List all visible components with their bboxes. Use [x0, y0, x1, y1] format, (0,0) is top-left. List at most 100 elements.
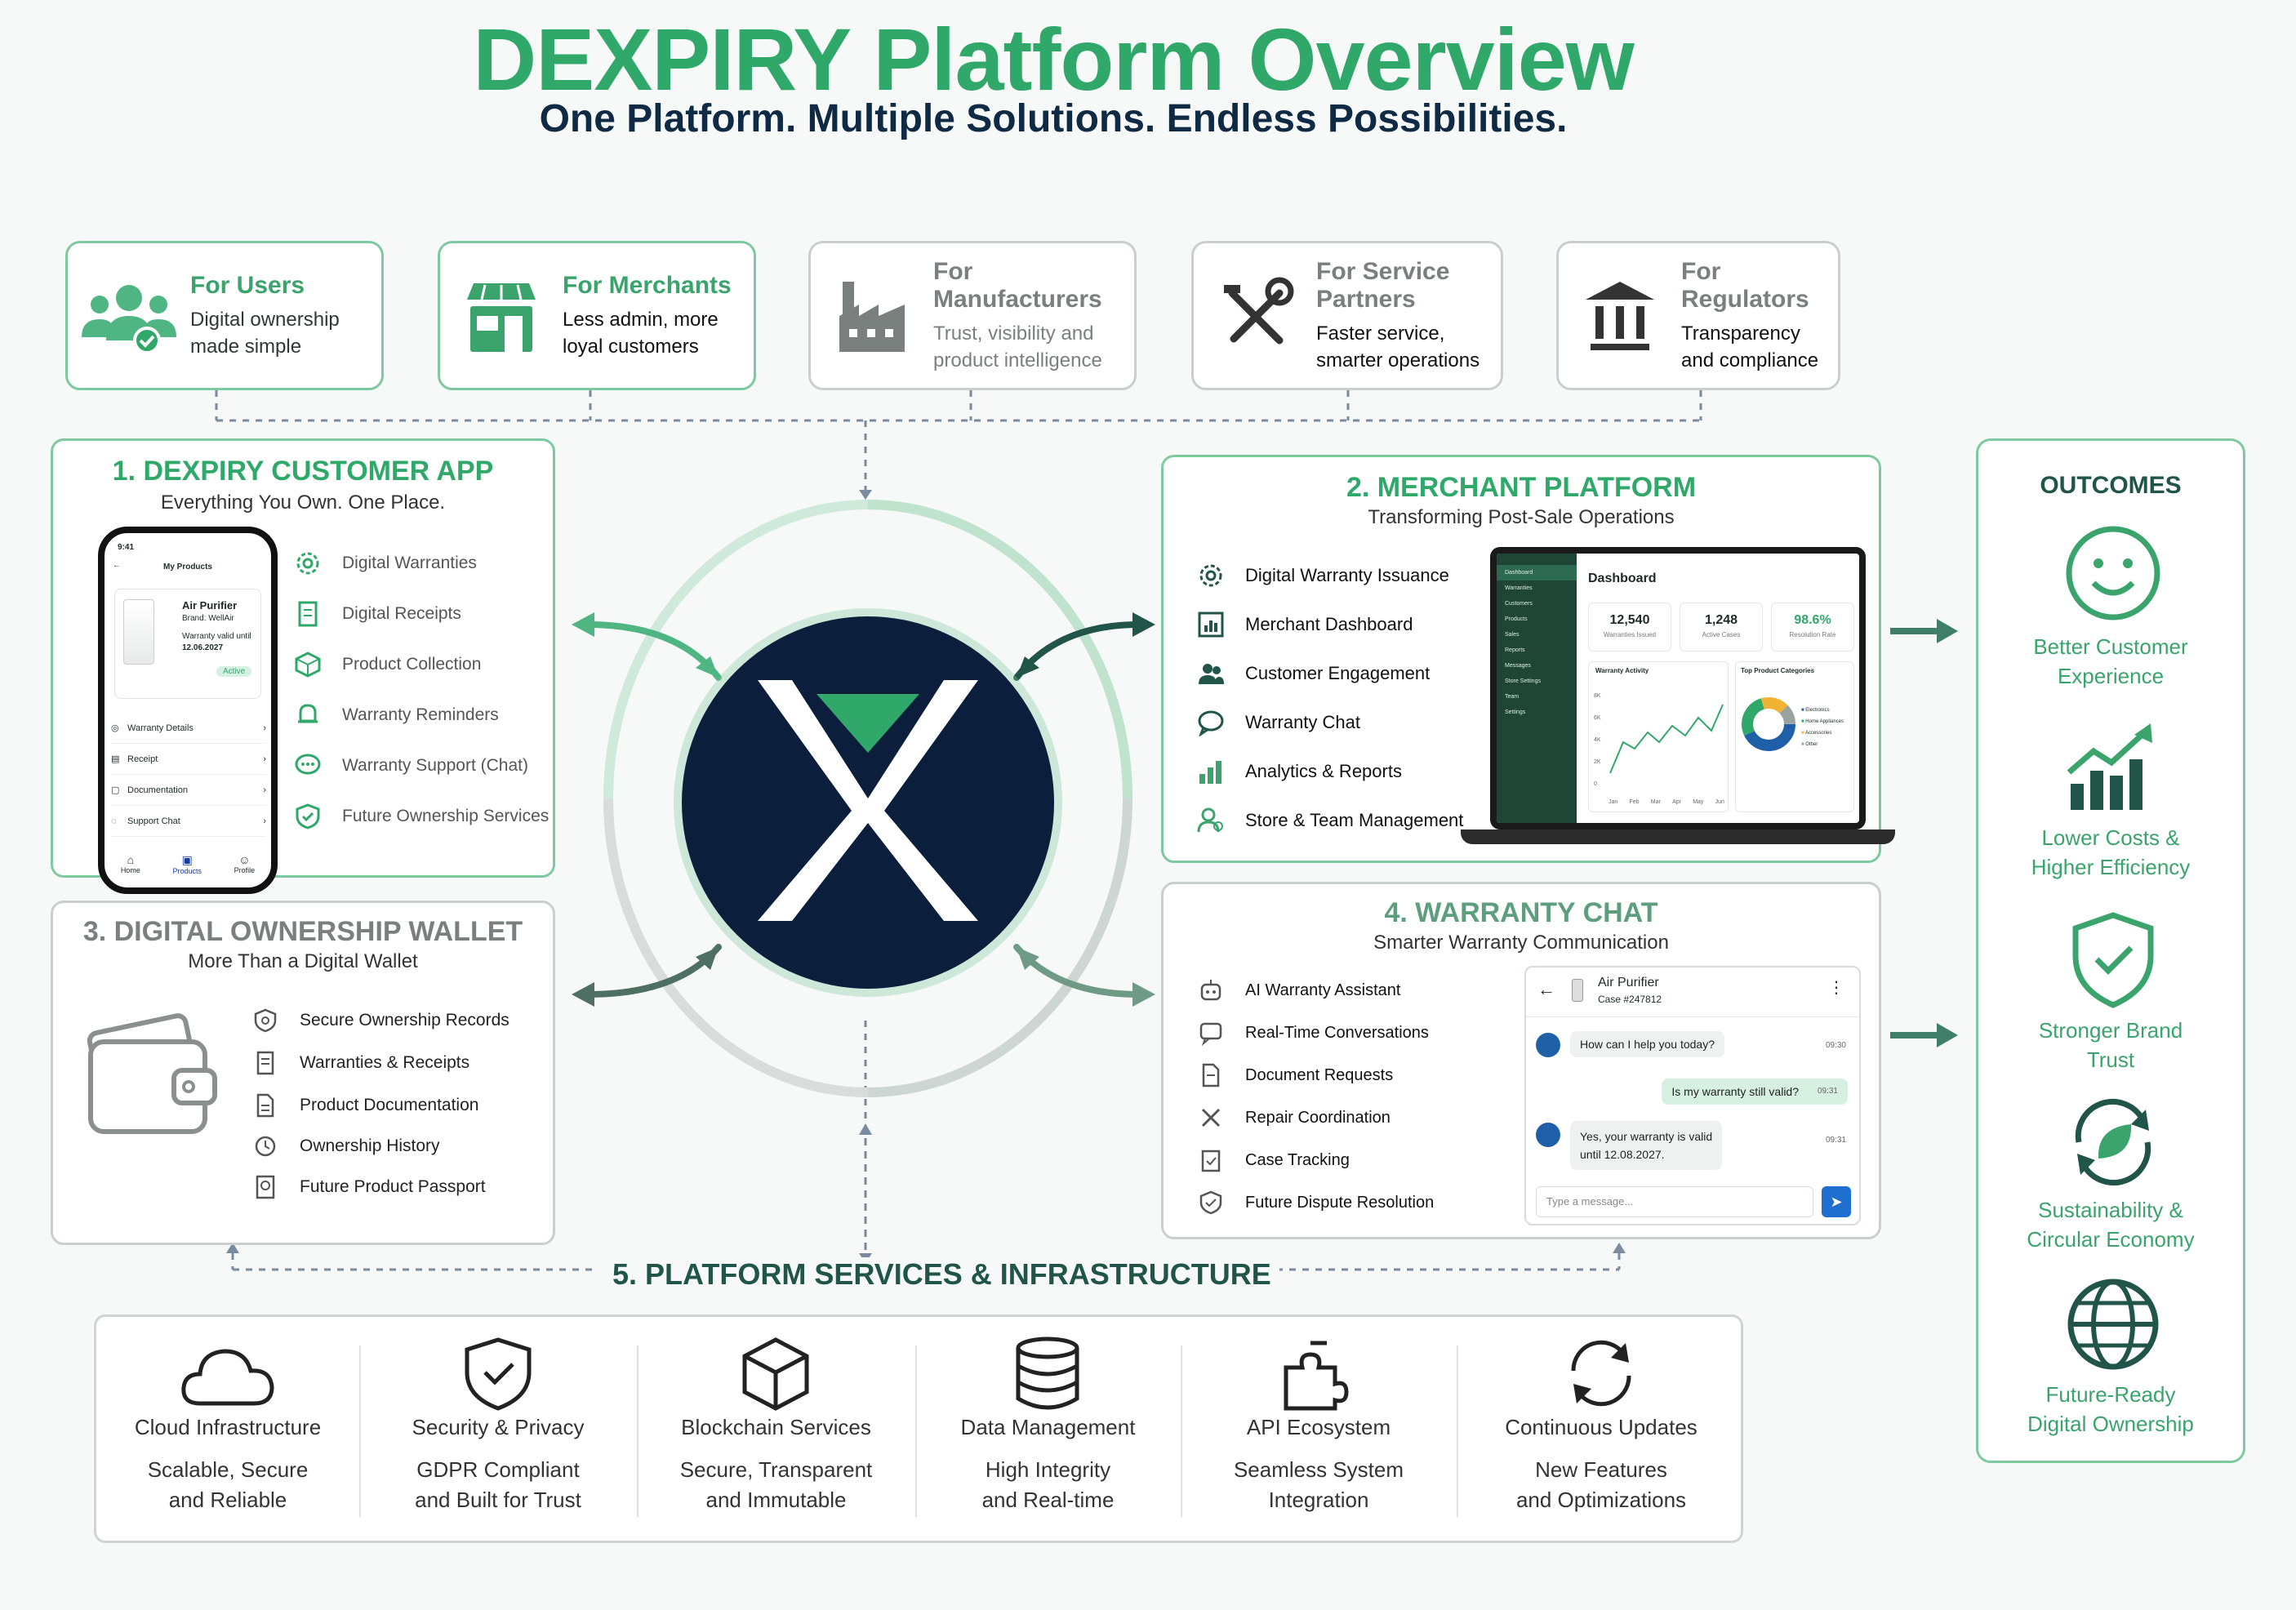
audience-desc: product intelligence — [933, 349, 1102, 371]
outcome-label: Sustainability &Circular Economy — [2027, 1198, 2195, 1252]
dashboard-nav-item[interactable]: Dashboard — [1497, 565, 1577, 580]
panel-subtitle: Transforming Post-Sale Operations — [1368, 506, 1675, 528]
feature-item: Digital Warranty Issuance — [1195, 559, 1449, 592]
growth-chart-icon — [2067, 723, 2152, 810]
phone-menu: ◎Warranty Details› ▤Receipt› ▢Documentat… — [111, 713, 266, 837]
donut-chart — [1742, 697, 1795, 751]
team-icon — [1195, 804, 1227, 837]
bot-avatar — [1536, 1123, 1560, 1147]
shield-check-icon — [291, 800, 324, 833]
dashboard-nav-item[interactable]: Warranties — [1505, 585, 1533, 591]
users-icon — [1195, 657, 1227, 690]
cube-icon — [742, 1337, 809, 1411]
dashboard-nav-item[interactable]: Store Settings — [1505, 678, 1541, 684]
nav-profile[interactable]: ☺Profile — [234, 853, 256, 874]
categories-donut: Top Product Categories ■ Electronics ■ H… — [1735, 661, 1854, 812]
list-item[interactable]: ▤Receipt› — [111, 744, 266, 775]
feature-item: Merchant Dashboard — [1195, 608, 1413, 641]
shield-icon — [249, 1004, 282, 1037]
receipt-icon — [291, 598, 324, 630]
panel-title: 3. DIGITAL OWNERSHIP WALLET — [82, 916, 523, 947]
feature-item: Analytics & Reports — [1195, 755, 1402, 788]
audience-desc: and compliance — [1681, 349, 1819, 371]
customer-app-panel: 1. DEXPIRY CUSTOMER APP Everything You O… — [51, 438, 555, 894]
feature-item: Future Ownership Services — [291, 800, 549, 833]
feature-item: Warranty Support (Chat) — [291, 749, 528, 782]
product-name: Air Purifier — [182, 599, 238, 612]
dashboard-nav-item[interactable]: Reports — [1505, 647, 1525, 653]
back-arrow-icon[interactable]: ← — [113, 561, 121, 570]
audience-title: For Users — [190, 271, 305, 299]
recycle-leaf-icon — [2075, 1098, 2151, 1186]
services-title: 5. PLATFORM SERVICES & INFRASTRUCTURE — [604, 1257, 1279, 1292]
chat-message: Is my warranty still valid? — [1662, 1079, 1848, 1105]
wallet-panel: 3. DIGITAL OWNERSHIP WALLET More Than a … — [51, 901, 555, 1245]
panel-subtitle: Smarter Warranty Communication — [1373, 932, 1669, 954]
bank-icon — [1559, 255, 1681, 377]
feature-item: Future Dispute Resolution — [1195, 1186, 1434, 1219]
wallet-icon — [87, 1013, 217, 1134]
product-thumbnail — [1572, 979, 1583, 1002]
feature-item: Store & Team Management — [1195, 804, 1463, 837]
feature-item: Real-Time Conversations — [1195, 1016, 1429, 1049]
nav-products[interactable]: ▣Products — [172, 853, 202, 875]
back-arrow-icon[interactable]: ← — [1537, 979, 1555, 999]
dashboard-nav-item[interactable]: Products — [1505, 616, 1528, 622]
more-icon[interactable]: ⋮ — [1828, 979, 1844, 997]
file-icon — [249, 1089, 282, 1122]
dashboard-nav-item[interactable]: Team — [1505, 694, 1520, 700]
outcome-label: Lower Costs &Higher Efficiency — [2031, 825, 2191, 879]
list-item[interactable]: ◌Support Chat› — [111, 806, 266, 837]
gear-icon — [291, 547, 324, 580]
audience-title: For Regulators — [1681, 257, 1809, 313]
product-card[interactable]: Air Purifier Brand: WellAir Warranty val… — [114, 589, 261, 699]
users-icon — [68, 255, 190, 377]
shield-check-icon — [465, 1337, 532, 1411]
dashboard-nav-item[interactable]: Customers — [1505, 601, 1533, 607]
list-item[interactable]: ◎Warranty Details› — [111, 713, 266, 744]
tools-icon — [1195, 1101, 1227, 1134]
dashboard-nav-item[interactable]: Settings — [1505, 709, 1526, 715]
feature-item: Secure Ownership Records — [249, 1004, 509, 1037]
feature-item: Digital Receipts — [291, 598, 461, 630]
dashboard-nav-item[interactable]: Messages — [1505, 663, 1531, 669]
list-item[interactable]: ▢Documentation› — [111, 775, 266, 806]
feature-item: Product Documentation — [249, 1089, 478, 1122]
donut-legend: ■ Electronics ■ Home Appliances ■ Access… — [1801, 708, 1844, 747]
nav-home[interactable]: ⌂Home — [120, 853, 140, 874]
activity-line — [1609, 704, 1724, 774]
feature-item: Future Product Passport — [249, 1171, 486, 1203]
dashboard-nav-item[interactable]: Sales — [1505, 632, 1520, 638]
audience-desc: Transparency — [1681, 322, 1800, 345]
globe-icon — [2067, 1279, 2159, 1370]
send-button[interactable]: ➤ — [1822, 1186, 1851, 1217]
shield-check-icon — [1195, 1186, 1227, 1219]
panel-title: 4. WARRANTY CHAT — [1384, 897, 1658, 928]
smiley-icon — [2066, 526, 2160, 620]
box-icon — [291, 648, 324, 681]
puzzle-icon — [1284, 1341, 1349, 1411]
tools-icon — [1194, 255, 1316, 377]
conversation-icon — [1195, 1016, 1227, 1049]
factory-icon — [811, 255, 933, 377]
audience-desc: Less admin, more — [563, 308, 719, 331]
chat-case: Case #247812 — [1598, 994, 1662, 1005]
database-icon — [1016, 1336, 1079, 1410]
audience-desc: made simple — [190, 335, 302, 358]
message-input[interactable]: Type a message... — [1536, 1186, 1813, 1217]
robot-icon — [1195, 974, 1227, 1007]
